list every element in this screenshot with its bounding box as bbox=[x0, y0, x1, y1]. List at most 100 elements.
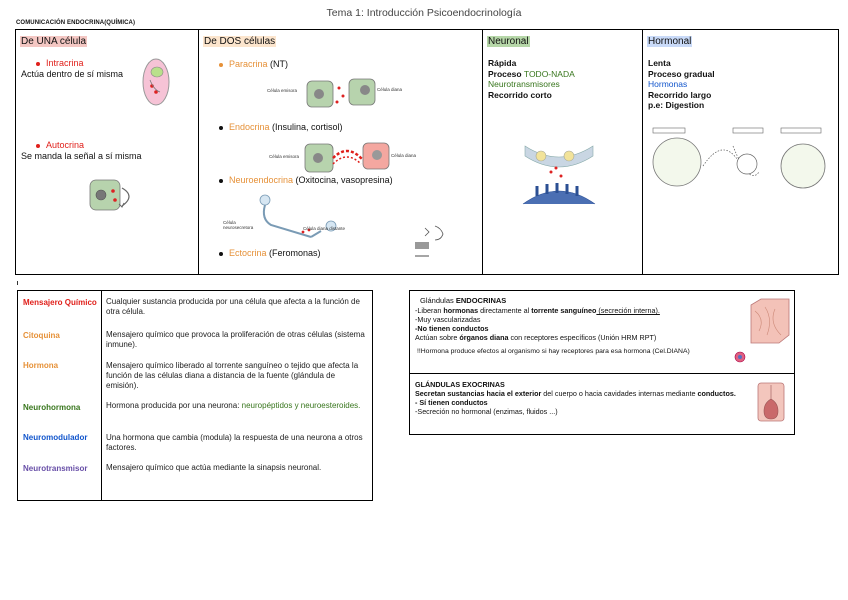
autocrina-bullet: Autocrina bbox=[36, 140, 84, 150]
endocrine-line-4c: con receptores específicos (Unión HRM RP… bbox=[508, 333, 657, 342]
glossary-definition-neuromodulador: Una hormona que cambia (modula) la respu… bbox=[106, 433, 363, 452]
neuroendocrine-target-label: Célula diana distante bbox=[303, 226, 346, 231]
neuroendocrine-diagram-icon bbox=[259, 194, 337, 238]
glossary-definition-neurotransmisor: Mensajero químico que actúa mediante la … bbox=[106, 463, 322, 472]
glossary-definition-citoquina: Mensajero químico que provoca la prolife… bbox=[106, 330, 365, 349]
endocrina-bullet: Endocrina (Insulina, cortisol) bbox=[219, 122, 343, 132]
bullet-dot-icon bbox=[219, 178, 223, 183]
exocrine-line-1a: Secretan sustancias bbox=[415, 389, 487, 398]
glossary-term-neurohormona: Neurohormona bbox=[23, 403, 81, 412]
endocrine-line-1b: hormonas bbox=[443, 306, 479, 315]
bullet-dot-icon bbox=[219, 251, 223, 256]
column-two-header: De DOS células bbox=[203, 36, 277, 47]
paracrina-name: Paracrina bbox=[229, 59, 268, 69]
intracrina-bullet: Intracrina bbox=[36, 58, 84, 68]
neuronal-process: Proceso TODO-NADA bbox=[488, 69, 575, 80]
endocrina-suffix: (Insulina, cortisol) bbox=[269, 122, 343, 132]
autocrina-description: Se manda la señal a sí misma bbox=[21, 151, 142, 161]
synapse-diagram-icon bbox=[522, 145, 596, 205]
glossary-definition-neurohormona: Hormona producida por una neurona: neuro… bbox=[106, 401, 368, 411]
intracrine-cell-icon bbox=[142, 58, 170, 106]
endocrine-line-5: !!Hormona produce efectos al organismo s… bbox=[417, 348, 690, 355]
glossary-term-neurotransmisor: Neurotransmisor bbox=[23, 464, 88, 473]
exocrine-line-1d: conductos. bbox=[697, 389, 736, 398]
paracrine-target-label: Célula diana bbox=[377, 87, 403, 92]
column-three-header: Neuronal bbox=[487, 36, 530, 47]
autocrine-cell-icon bbox=[89, 179, 130, 211]
ectocrina-bullet: Ectocrina (Feromonas) bbox=[219, 248, 321, 258]
exocrine-line-1c: del cuerpo o hacia cavidades internas me… bbox=[541, 389, 698, 398]
endocrine-title-prefix: Glándulas bbox=[420, 296, 456, 305]
paracrine-emitter-label: Célula emisora bbox=[267, 88, 298, 93]
exocrine-line-3: -Secreción no hormonal (enzimas, fluidos… bbox=[415, 407, 558, 416]
exocrine-line-2: - Sí tienen conductos bbox=[415, 398, 488, 407]
endocrine-line-1e: (secreción interna). bbox=[596, 306, 660, 315]
hormonal-process: Proceso gradual bbox=[648, 68, 715, 79]
ectocrina-name: Ectocrina bbox=[229, 248, 267, 258]
section-label: COMUNICACIÓN ENDOCRINA(QUÍMICA) bbox=[16, 20, 136, 26]
endocrine-line-4: Actúan sobre órganos diana con receptore… bbox=[415, 333, 656, 342]
bullet-dot-icon bbox=[219, 125, 223, 130]
endocrine-line-4b: órganos diana bbox=[459, 333, 509, 342]
ectocrine-sketch-icon bbox=[415, 225, 444, 257]
neuronal-process-prefix: Proceso bbox=[488, 68, 524, 79]
neuronal-process-highlight: TODO-NADA bbox=[523, 68, 575, 79]
cell-target-icon bbox=[734, 351, 746, 363]
glands-box: Glándulas ENDOCRINAS -Liberan hormonas d… bbox=[409, 290, 795, 435]
document-title: Tema 1: Introducción Psicoendocrinología bbox=[326, 7, 522, 19]
endocrina-name: Endocrina bbox=[229, 122, 270, 132]
tick-mark bbox=[17, 281, 18, 285]
paracrina-bullet: Paracrina (NT) bbox=[219, 59, 288, 69]
column-three-cell: Neuronal Rápida Proceso TODO-NADA Neurot… bbox=[483, 30, 643, 274]
bullet-dot-icon bbox=[219, 62, 223, 67]
bullet-dot-icon bbox=[36, 143, 40, 148]
glossary-definition-hormona: Mensajero químico liberado al torrente s… bbox=[106, 361, 359, 390]
ectocrina-suffix: (Feromonas) bbox=[266, 248, 321, 258]
glossary-column-divider bbox=[101, 291, 102, 500]
column-two-cell: De DOS células Paracrina (NT) Célula emi… bbox=[199, 30, 483, 274]
endocrine-line-1a: -Liberan bbox=[415, 306, 444, 315]
hormonal-speed: Lenta bbox=[648, 58, 671, 68]
endocrine-title-bold: ENDOCRINAS bbox=[455, 296, 507, 305]
paracrine-diagram-icon bbox=[306, 78, 376, 108]
messenger-glossary-table: Mensajero Químico Cualquier sustancia pr… bbox=[17, 290, 373, 501]
exocrine-line-1: Secretan sustancias hacia el exterior de… bbox=[415, 389, 736, 398]
endocrine-line-1c: directamente al bbox=[478, 306, 532, 315]
neuronal-messenger: Neurotransmisores bbox=[488, 79, 560, 89]
hormonal-transport-sketch-icon bbox=[652, 127, 826, 189]
endocrine-emitter-label: Célula emisora bbox=[269, 154, 300, 159]
endocrine-glands-title: Glándulas ENDOCRINAS bbox=[420, 296, 506, 305]
neuroendocrina-bullet: Neuroendocrina (Oxitocina, vasopresina) bbox=[219, 175, 393, 185]
exocrine-line-1b: hacia el exterior bbox=[486, 389, 542, 398]
paracrina-suffix: (NT) bbox=[267, 59, 289, 69]
endocrine-line-4a: Actúan sobre bbox=[415, 333, 460, 342]
glossary-term-mensajero: Mensajero Químico bbox=[23, 298, 97, 307]
glossary-term-hormona: Hormona bbox=[23, 361, 59, 370]
endocrine-line-3: -No tienen conductos bbox=[415, 324, 489, 333]
column-one-header: De UNA célula bbox=[20, 36, 88, 47]
neuronal-speed: Rápida bbox=[488, 58, 517, 68]
neuroendocrina-name: Neuroendocrina bbox=[229, 175, 294, 185]
endocrine-line-2: -Muy vascularizadas bbox=[415, 315, 481, 324]
intracrina-name: Intracrina bbox=[46, 58, 84, 68]
neuroendocrina-suffix: (Oxitocina, vasopresina) bbox=[293, 175, 393, 185]
communication-types-table: De UNA célula Intracrina Actúa dentro de… bbox=[15, 29, 839, 275]
column-four-header: Hormonal bbox=[647, 36, 693, 47]
glands-divider bbox=[410, 373, 794, 374]
column-one-cell: De UNA célula Intracrina Actúa dentro de… bbox=[16, 30, 199, 274]
bullet-dot-icon bbox=[36, 61, 40, 66]
endocrine-line-1: -Liberan hormonas directamente al torren… bbox=[415, 306, 660, 315]
column-four-cell: Hormonal Lenta Proceso gradual Hormonas … bbox=[643, 30, 838, 274]
exocrine-gland-icon bbox=[757, 382, 785, 422]
endocrine-line-1d: torrente sanguíneo bbox=[531, 306, 597, 315]
hormonal-path: Recorrido largo bbox=[648, 89, 712, 100]
neurohormona-definition-highlight: neuropéptidos y neuroesteroides. bbox=[241, 401, 361, 410]
neuronal-path: Recorrido corto bbox=[488, 89, 552, 100]
glossary-definition-mensajero: Cualquier sustancia producida por una cé… bbox=[106, 297, 360, 316]
glossary-term-citoquina: Citoquina bbox=[23, 331, 60, 340]
neuroendocrine-emitter-label: Célula neurosecretora bbox=[223, 220, 254, 230]
autocrina-name: Autocrina bbox=[46, 140, 85, 150]
glossary-term-neuromodulador: Neuromodulador bbox=[23, 433, 88, 442]
intracrina-description: Actúa dentro de sí misma bbox=[21, 69, 124, 79]
endocrine-target-label: Célula diana bbox=[391, 153, 417, 158]
